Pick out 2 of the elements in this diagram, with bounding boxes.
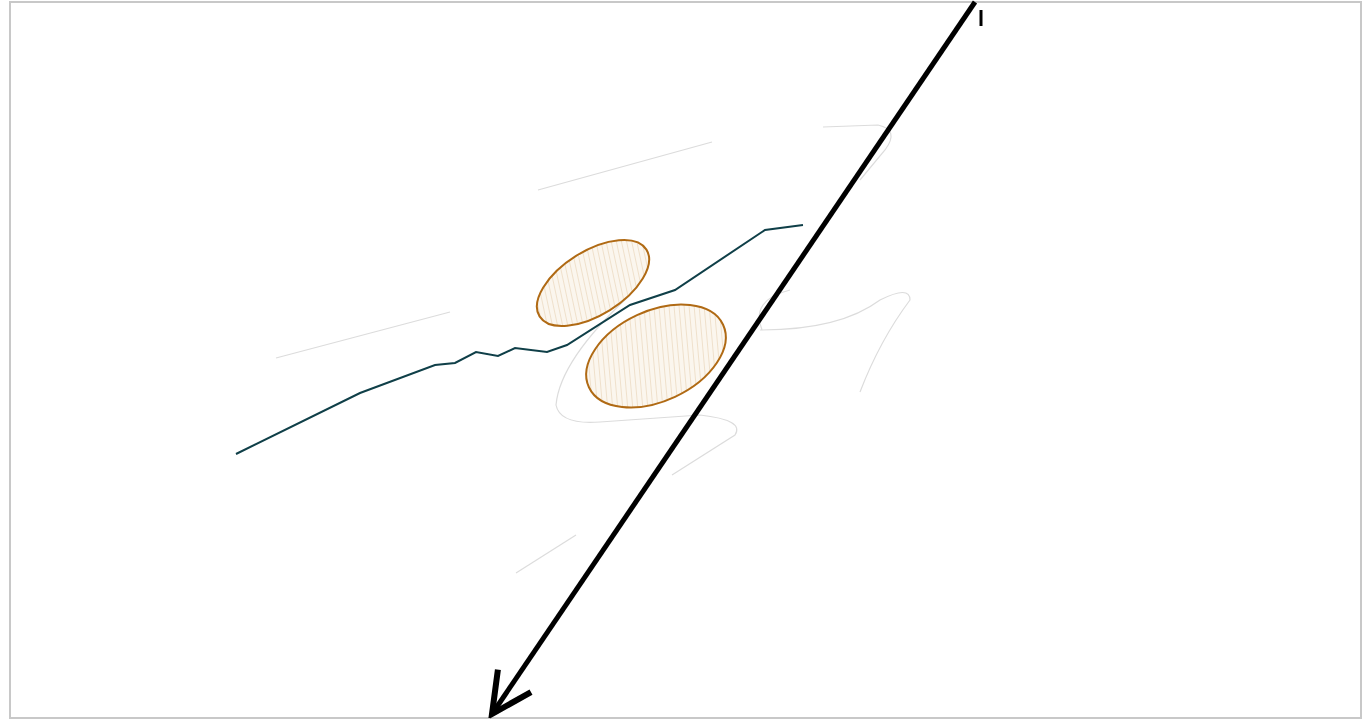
hatched-area [536,239,650,327]
hatched-area [585,303,727,409]
